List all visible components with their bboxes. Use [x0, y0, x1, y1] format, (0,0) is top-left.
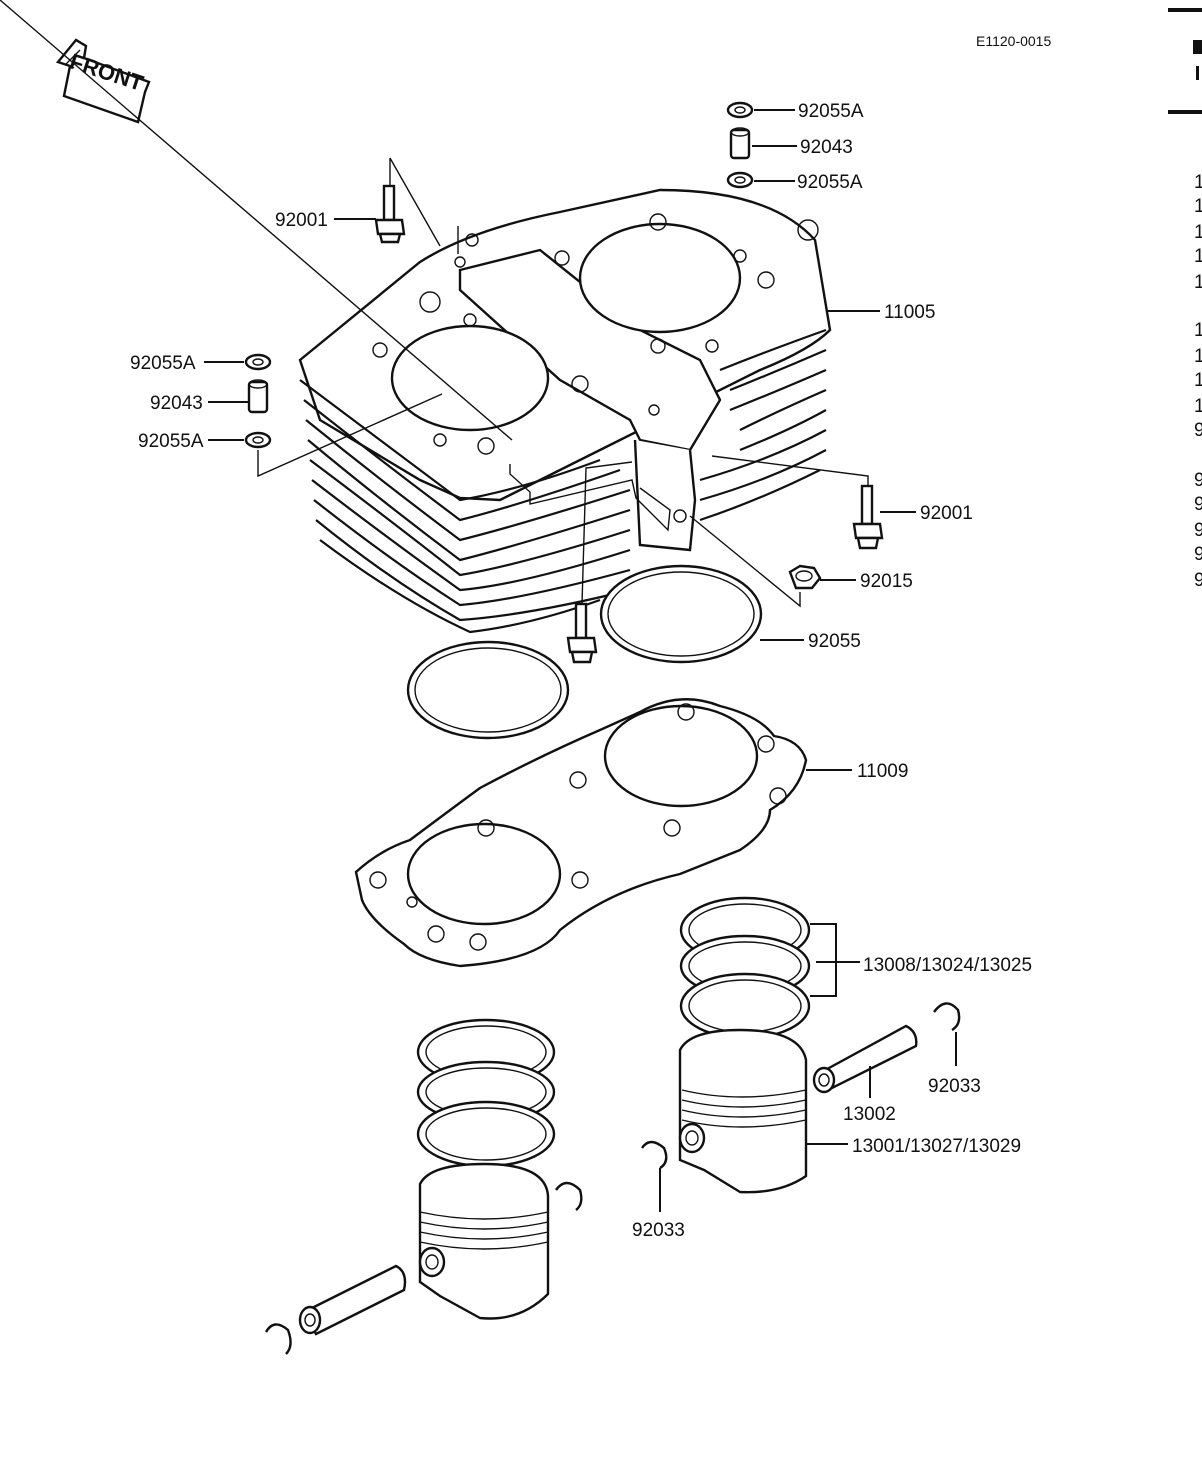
piston-rings-right: [679, 896, 811, 1040]
circlip-left-upper: [555, 1181, 583, 1211]
label-bolt-right: 92001: [920, 503, 973, 524]
bolt-left: [374, 184, 406, 244]
label-washer-left-2: 92055A: [138, 431, 204, 452]
side-index-9: 1: [1194, 396, 1202, 417]
circlip-mid: [641, 1140, 668, 1170]
side-index-2: 1: [1194, 196, 1202, 217]
side-index-11: 9: [1194, 470, 1202, 491]
circlip-right: [933, 1002, 961, 1032]
label-o-ring: 92055: [808, 631, 861, 652]
piston-right: [678, 1028, 808, 1194]
bolt-center: [566, 602, 598, 664]
side-index-15: 9: [1194, 570, 1202, 591]
label-bolt-left: 92001: [275, 210, 328, 231]
cylinder-block: [298, 188, 832, 634]
side-index-4: 1: [1194, 246, 1202, 267]
page-edge-marks: [1168, 8, 1202, 114]
side-index-6: 1: [1194, 320, 1202, 341]
label-circlip-mid: 92033: [632, 1220, 685, 1241]
o-ring-left: [406, 640, 570, 740]
piston-pin-right: [812, 1024, 918, 1094]
top-dowel-set: [726, 101, 754, 189]
label-circlip-right: 92033: [928, 1076, 981, 1097]
side-index-5: 1: [1194, 272, 1202, 293]
nut: [788, 564, 822, 590]
side-index-14: 9: [1194, 544, 1202, 565]
side-index-10: 9: [1194, 420, 1202, 441]
left-dowel-set: [244, 353, 272, 449]
piston-pin-left: [298, 1264, 407, 1336]
label-washer-top-2: 92055A: [797, 172, 863, 193]
piston-rings-left: [416, 1018, 556, 1168]
label-ring-set: 13008/13024/13025: [863, 955, 1032, 976]
circlip-left-lower: [264, 1323, 292, 1355]
side-index-1: 1: [1194, 172, 1202, 193]
diagram-code: E1120-0015: [976, 33, 1051, 49]
side-index-7: 1: [1194, 346, 1202, 367]
label-washer-left-1: 92055A: [130, 353, 196, 374]
head-gasket: [0, 0, 808, 968]
side-index: 1 1 1 1 1 1 1 1 1 9 9 9 9 9 9: [1194, 172, 1202, 591]
side-index-3: 1: [1194, 222, 1202, 243]
label-piston-pin: 13002: [843, 1104, 896, 1125]
side-index-8: 1: [1194, 370, 1202, 391]
label-piston: 13001/13027/13029: [852, 1136, 1021, 1157]
side-index-13: 9: [1194, 520, 1202, 541]
front-arrow-icon: FRONT: [55, 38, 151, 124]
label-dowel-left: 92043: [150, 393, 203, 414]
label-cylinder-block: 11005: [884, 302, 935, 323]
label-head-gasket: 11009: [857, 761, 908, 782]
side-index-12: 9: [1194, 494, 1202, 515]
piston-left: [418, 1162, 550, 1320]
label-dowel-top: 92043: [800, 137, 853, 158]
label-washer-top-1: 92055A: [798, 101, 864, 122]
label-nut: 92015: [860, 571, 913, 592]
o-ring-right: [599, 564, 763, 664]
bolt-right: [852, 484, 884, 550]
